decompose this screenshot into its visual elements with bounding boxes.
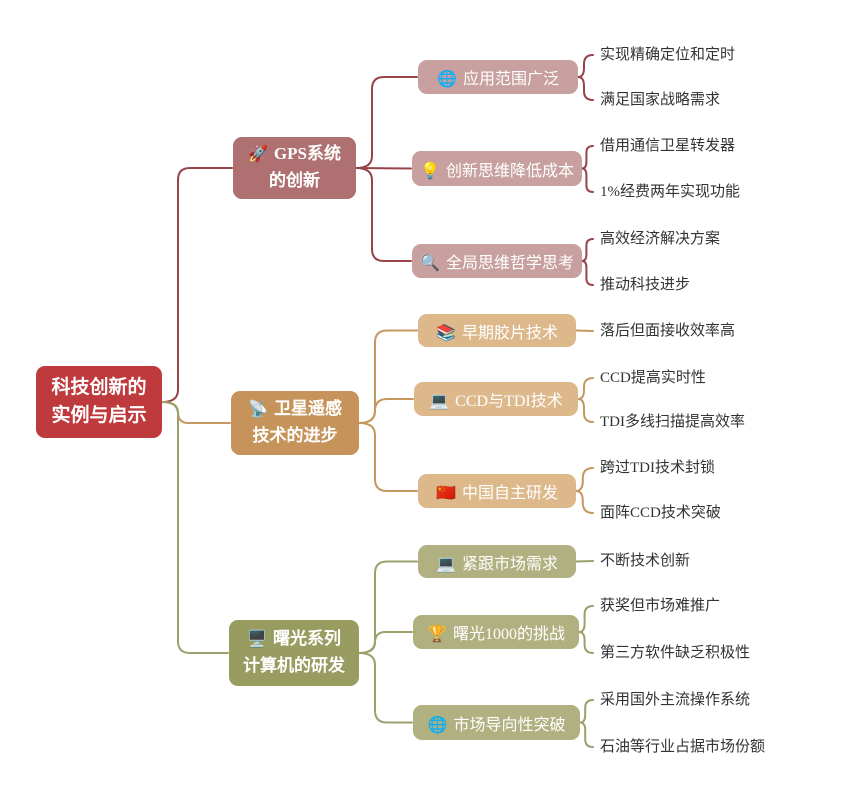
subtopic-label: 创新思维降低成本 xyxy=(445,162,574,180)
china-flag-icon: 🇨🇳 xyxy=(436,485,456,502)
rocket-icon: 🚀 xyxy=(248,146,268,164)
leaf-text[interactable]: 借用通信卫星转发器 xyxy=(600,138,736,154)
subtopic-node-global-thinking[interactable]: 🔍 全局思维哲学思考 xyxy=(412,244,582,278)
branch-node-label: 卫星遥感技术的进步 xyxy=(252,399,342,446)
leaf-text[interactable]: TDI多线扫描提高效率 xyxy=(600,414,745,430)
subtopic-node-market-demand[interactable]: 💻 紧跟市场需求 xyxy=(418,545,576,578)
subtopic-node-innovative-thinking[interactable]: 💡 创新思维降低成本 xyxy=(412,151,582,186)
leaf-text[interactable]: CCD提高实时性 xyxy=(600,370,706,386)
magnifier-icon: 🔍 xyxy=(420,255,440,272)
root-node[interactable]: 科技创新的实例与启示 xyxy=(36,366,162,438)
subtopic-label: 市场导向性突破 xyxy=(453,716,566,734)
leaf-text[interactable]: 石油等行业占据市场份额 xyxy=(600,739,766,755)
books-icon: 📚 xyxy=(436,324,456,342)
root-node-label: 科技创新的实例与启示 xyxy=(51,376,147,427)
branch-node-gps[interactable]: 🚀GPS系统的创新 xyxy=(233,137,356,199)
leaf-text[interactable]: 采用国外主流操作系统 xyxy=(600,692,751,708)
leaf-text[interactable]: 落后但面接收效率高 xyxy=(600,323,736,339)
branch-node-satellite[interactable]: 📡卫星遥感技术的进步 xyxy=(231,391,359,455)
lightbulb-icon: 💡 xyxy=(420,162,440,180)
subtopic-node-dawning-1000[interactable]: 🏆 曙光1000的挑战 xyxy=(413,615,579,649)
subtopic-node-market-breakthrough[interactable]: 🌐 市场导向性突破 xyxy=(413,705,580,740)
leaf-text[interactable]: 不断技术创新 xyxy=(600,553,691,569)
subtopic-label: CCD与TDI技术 xyxy=(455,393,563,410)
branch-node-label: GPS系统的创新 xyxy=(269,144,341,191)
leaf-text[interactable]: 跨过TDI技术封锁 xyxy=(600,460,715,476)
subtopic-label: 曙光1000的挑战 xyxy=(452,626,565,643)
branch-node-dawning[interactable]: 🖥️曙光系列计算机的研发 xyxy=(229,620,359,686)
subtopic-label: 全局思维哲学思考 xyxy=(445,255,574,272)
subtopic-label: 早期胶片技术 xyxy=(461,324,558,342)
trophy-icon: 🏆 xyxy=(427,626,447,643)
desktop-computer-icon: 🖥️ xyxy=(247,631,267,649)
subtopic-node-application-range[interactable]: 🌐 应用范围广泛 xyxy=(418,60,578,94)
laptop-icon: 💻 xyxy=(429,393,450,410)
subtopic-label: 紧跟市场需求 xyxy=(461,555,558,573)
globe-icon: 🌐 xyxy=(427,716,448,734)
satellite-dish-icon: 📡 xyxy=(248,401,268,419)
leaf-text[interactable]: 高效经济解决方案 xyxy=(600,231,721,247)
laptop-icon: 💻 xyxy=(436,555,456,573)
leaf-text[interactable]: 推动科技进步 xyxy=(600,277,691,293)
leaf-text[interactable]: 1%经费两年实现功能 xyxy=(600,184,740,200)
subtopic-node-china-rd[interactable]: 🇨🇳 中国自主研发 xyxy=(418,474,576,508)
branch-node-label: 曙光系列计算机的研发 xyxy=(243,629,345,676)
leaf-text[interactable]: 实现精确定位和定时 xyxy=(600,47,736,63)
subtopic-node-ccd-tdi[interactable]: 💻 CCD与TDI技术 xyxy=(414,382,578,416)
subtopic-label: 中国自主研发 xyxy=(461,485,558,502)
globe-icon: 🌐 xyxy=(437,71,457,88)
leaf-text[interactable]: 面阵CCD技术突破 xyxy=(600,505,721,521)
subtopic-node-early-film[interactable]: 📚 早期胶片技术 xyxy=(418,314,576,347)
leaf-text[interactable]: 满足国家战略需求 xyxy=(600,92,721,108)
leaf-text[interactable]: 获奖但市场难推广 xyxy=(600,598,721,614)
subtopic-label: 应用范围广泛 xyxy=(462,71,559,88)
leaf-text[interactable]: 第三方软件缺乏积极性 xyxy=(600,645,751,661)
